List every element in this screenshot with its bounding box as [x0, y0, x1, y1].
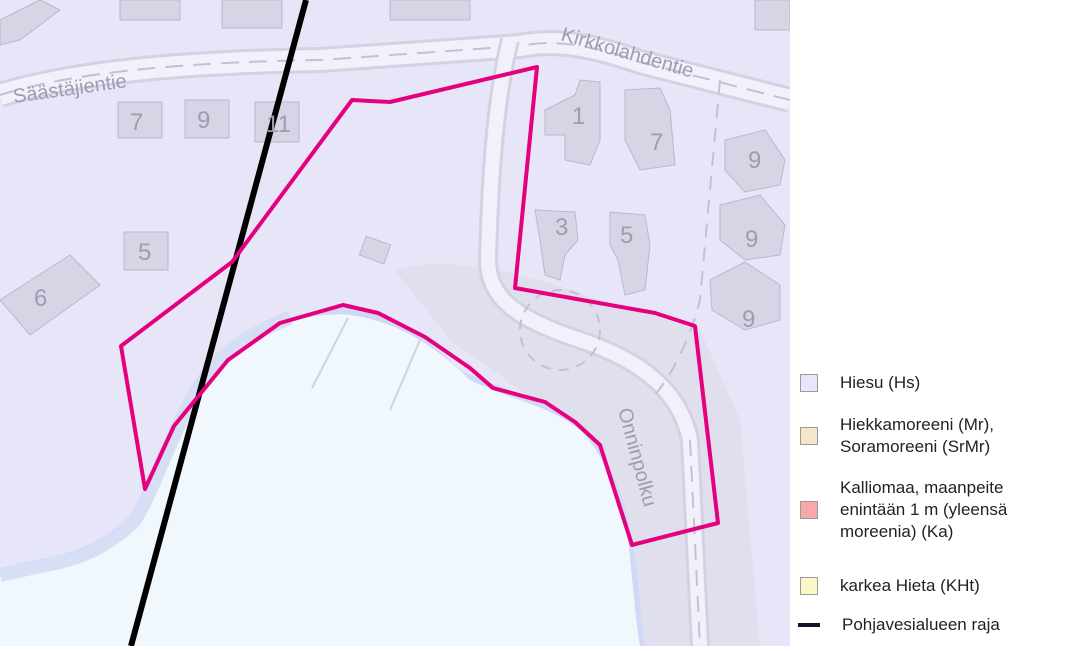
- legend-label: Hiesu (Hs): [840, 373, 921, 392]
- building: [754, 0, 791, 31]
- building: [0, 0, 61, 46]
- house-number: 9: [745, 226, 758, 253]
- legend-label: karkea Hieta (KHt): [840, 576, 980, 595]
- road-onninpolku-dash: [689, 439, 701, 647]
- building: [724, 129, 786, 193]
- map-canvas: Säästäjientie Kirkkolahdentie Onninpolku…: [0, 0, 794, 647]
- aquifer-boundary-line: [128, 0, 309, 647]
- legend-label: Pohjavesialueen raja: [842, 615, 1000, 634]
- house-number: 5: [620, 222, 633, 249]
- house-number: 5: [138, 239, 151, 266]
- building: [389, 0, 471, 21]
- study-area-boundary: [119, 65, 720, 547]
- legend-swatch: [800, 577, 818, 595]
- map-legend: Hiesu (Hs) Hiekkamoreeni (Mr), Soramoree…: [790, 0, 1083, 646]
- pier-line: [311, 317, 349, 389]
- building: [719, 194, 786, 261]
- building: [624, 87, 676, 171]
- house-number: 7: [650, 129, 663, 156]
- building: [0, 254, 101, 336]
- lake-shore-band: [0, 311, 293, 582]
- house-number: 11: [266, 111, 291, 138]
- house-number: 7: [130, 109, 143, 136]
- building: [358, 235, 392, 265]
- building: [709, 261, 781, 331]
- pier-line: [389, 339, 421, 411]
- legend-swatch: [800, 501, 818, 519]
- building: [544, 79, 601, 166]
- roundabout-dash: [519, 289, 601, 371]
- legend-item-hiesu: Hiesu (Hs): [800, 372, 920, 394]
- legend-item-karkea-hieta: karkea Hieta (KHt): [800, 575, 980, 597]
- house-number: 1: [572, 103, 585, 130]
- paved-area: [395, 264, 760, 646]
- road-onninpolku-fill: [480, 38, 707, 647]
- lake: [0, 314, 640, 646]
- building: [609, 211, 651, 296]
- building: [221, 0, 283, 29]
- legend-label: Kalliomaa, maanpeite enintään 1 m (yleen…: [840, 478, 1008, 541]
- legend-label: Hiekkamoreeni (Mr), Soramoreeni (SrMr): [840, 415, 994, 456]
- map-view[interactable]: Säästäjientie Kirkkolahdentie Onninpolku…: [0, 0, 794, 647]
- legend-item-hiekkamoreeni: Hiekkamoreeni (Mr), Soramoreeni (SrMr): [800, 414, 994, 458]
- legend-swatch: [800, 374, 818, 392]
- legend-item-kalliomaa: Kalliomaa, maanpeite enintään 1 m (yleen…: [800, 477, 1007, 543]
- house-number: 3: [555, 214, 568, 241]
- path-dash: [649, 79, 721, 401]
- legend-swatch: [800, 427, 818, 445]
- house-number: 9: [742, 306, 755, 333]
- building: [184, 99, 230, 139]
- house-number: 9: [748, 147, 761, 174]
- building: [534, 209, 579, 281]
- building: [119, 0, 181, 21]
- building: [117, 101, 163, 139]
- house-number: 6: [34, 285, 47, 312]
- house-number: 9: [197, 107, 210, 134]
- building: [123, 231, 169, 271]
- legend-line-swatch: [798, 623, 820, 627]
- legend-item-pohjavesialueen-raja: Pohjavesialueen raja: [798, 614, 1000, 636]
